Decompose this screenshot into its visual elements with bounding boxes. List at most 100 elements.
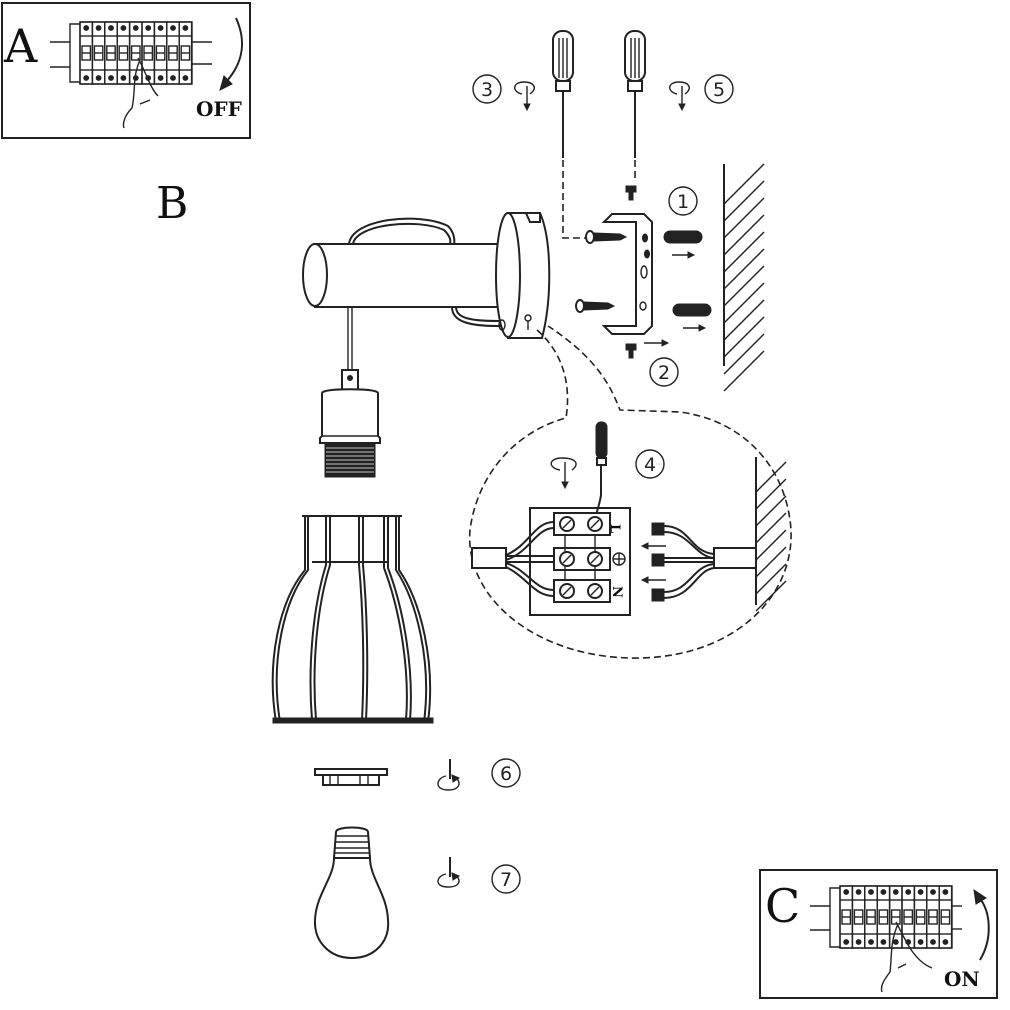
hatch-line xyxy=(755,529,787,561)
screwdriver-step-5-icon xyxy=(624,30,646,158)
breaker-screw xyxy=(108,75,114,81)
hatch-line xyxy=(723,248,765,290)
rotate-clockwise-icon xyxy=(437,775,460,791)
hanging-cable-icon xyxy=(347,307,353,370)
panel-a-off-label: OFF xyxy=(196,97,242,121)
cage-lampshade-icon xyxy=(271,515,434,724)
hatch-line xyxy=(723,214,765,256)
breaker-screw xyxy=(930,889,936,895)
breaker-screw xyxy=(917,939,924,945)
screwdriver-step-4-icon xyxy=(595,421,608,517)
breaker-screw xyxy=(917,889,924,895)
step-7-number: 7 xyxy=(500,869,512,891)
arrow-up-icon xyxy=(977,895,990,961)
earth-symbol-icon xyxy=(612,552,626,566)
hand-c-icon xyxy=(880,921,933,993)
retaining-ring-icon xyxy=(314,768,388,786)
lamp-cable-icon xyxy=(471,521,555,597)
hatch-line xyxy=(723,316,765,358)
step-5-marker: 5 xyxy=(669,74,734,112)
hatch-line xyxy=(755,495,787,527)
wall-hatched-icon xyxy=(723,163,765,392)
breaker-screw xyxy=(182,75,189,81)
step-3-number: 3 xyxy=(481,79,493,101)
step-2-marker: 2 xyxy=(649,357,679,387)
breaker-module xyxy=(178,21,193,85)
step-1-marker: 1 xyxy=(668,186,698,216)
mounting-bracket-icon xyxy=(601,213,653,335)
screw-top-icon xyxy=(625,185,637,201)
panel-b-letter: B xyxy=(156,178,188,229)
mains-cable-icon xyxy=(640,522,757,602)
lamp-arm-icon xyxy=(302,217,506,327)
breaker-panel-a-icon xyxy=(50,21,212,85)
step-3-marker: 3 xyxy=(472,74,535,112)
light-bulb-icon xyxy=(313,826,390,960)
breaker-screw xyxy=(868,889,874,895)
hatch-line xyxy=(755,461,787,493)
guide-line-3 xyxy=(562,160,590,239)
breaker-screw xyxy=(108,25,114,31)
step-7-marker: 7 xyxy=(437,857,521,894)
breaker-screw xyxy=(120,75,127,81)
breaker-screw xyxy=(843,939,850,945)
breaker-screw xyxy=(95,25,102,31)
wood-screw-upper-icon xyxy=(585,230,628,244)
hatch-line xyxy=(755,512,787,544)
step-4-number: 4 xyxy=(644,454,656,476)
breaker-screw xyxy=(843,889,850,895)
breaker-screw xyxy=(157,25,164,31)
breaker-screw xyxy=(83,25,90,31)
breaker-screw xyxy=(83,75,90,81)
wood-screw-lower-icon xyxy=(575,299,616,313)
breaker-screw xyxy=(855,889,862,895)
terminal-live-label: L xyxy=(607,524,622,533)
breaker-screw xyxy=(182,25,189,31)
hatch-line xyxy=(723,299,765,341)
hatch-line xyxy=(755,563,787,595)
breaker-screw xyxy=(905,889,912,895)
breaker-screw xyxy=(942,939,949,945)
wall-plug-upper-icon xyxy=(663,230,703,259)
hatch-line xyxy=(755,580,787,612)
hatch-line xyxy=(723,333,765,375)
breaker-screw xyxy=(868,939,874,945)
hatch-line xyxy=(755,546,787,578)
wall-base-plate-icon xyxy=(495,212,551,339)
panel-a-switch-off: A OFF xyxy=(1,2,251,139)
screw-slot xyxy=(562,554,572,564)
screw-slot xyxy=(562,586,572,596)
terminal-neutral-label: N xyxy=(609,586,624,598)
hatch-line xyxy=(723,265,765,307)
hatch-line xyxy=(723,282,765,324)
breaker-screw xyxy=(120,25,127,31)
panel-a-letter: A xyxy=(3,19,38,73)
screw-slot xyxy=(562,519,572,529)
breaker-screw xyxy=(170,25,176,31)
hatch-line xyxy=(723,163,765,205)
breaker-screw xyxy=(930,939,936,945)
breaker-module xyxy=(938,885,953,949)
panel-c-frame xyxy=(759,869,998,999)
hatch-line xyxy=(723,350,765,392)
breaker-screw xyxy=(170,75,176,81)
breaker-screw xyxy=(880,939,887,945)
hatch-line xyxy=(723,197,765,239)
rotate-clockwise-icon xyxy=(437,873,460,888)
screwdriver-step-3-icon xyxy=(552,30,574,158)
breaker-screw xyxy=(145,25,152,31)
screw-slot xyxy=(590,586,600,596)
arrow-down-icon xyxy=(225,17,243,83)
breaker-screw xyxy=(95,75,102,81)
breaker-screw xyxy=(942,889,949,895)
breaker-screw xyxy=(132,25,139,31)
step-2-number: 2 xyxy=(658,362,670,384)
step-6-number: 6 xyxy=(500,763,512,785)
panel-a-frame xyxy=(1,2,251,139)
panel-c-on-label: ON xyxy=(944,967,980,991)
hatch-line xyxy=(723,231,765,273)
rotate-tighten-icon xyxy=(669,81,690,95)
rotate-tighten-icon xyxy=(550,457,577,471)
